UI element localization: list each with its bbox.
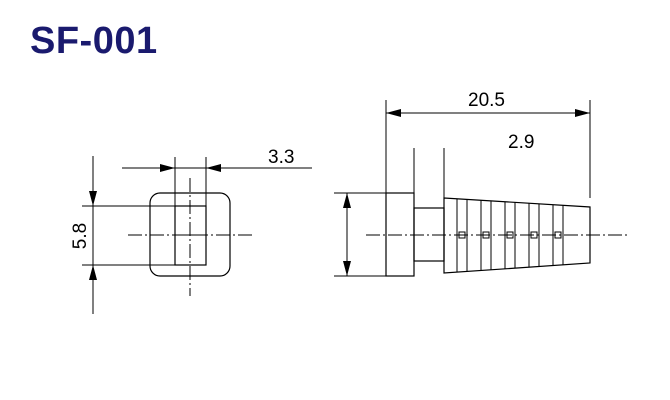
side-length-arrow-left (386, 109, 401, 117)
front-height-dimension-label: 5.8 (70, 223, 91, 249)
front-view: 3.3 5.8 (70, 147, 312, 314)
side-height-arrow-top (343, 193, 351, 208)
side-length-arrow-right (575, 109, 590, 117)
front-width-arrow-left (160, 164, 175, 172)
page-title: SF-001 (30, 20, 158, 62)
front-width-dimension-label: 3.3 (268, 147, 294, 168)
front-height-arrow-bottom (89, 265, 97, 280)
side-offset-dimension-label: 2.9 (508, 132, 534, 153)
side-view-tapered-sleeve (443, 197, 591, 274)
side-height-arrow-bottom (343, 261, 351, 276)
front-width-arrow-right (206, 164, 221, 172)
side-length-dimension-label: 20.5 (468, 90, 505, 111)
front-height-arrow-top (89, 191, 97, 206)
side-view: 20.5 2.9 (334, 90, 630, 277)
